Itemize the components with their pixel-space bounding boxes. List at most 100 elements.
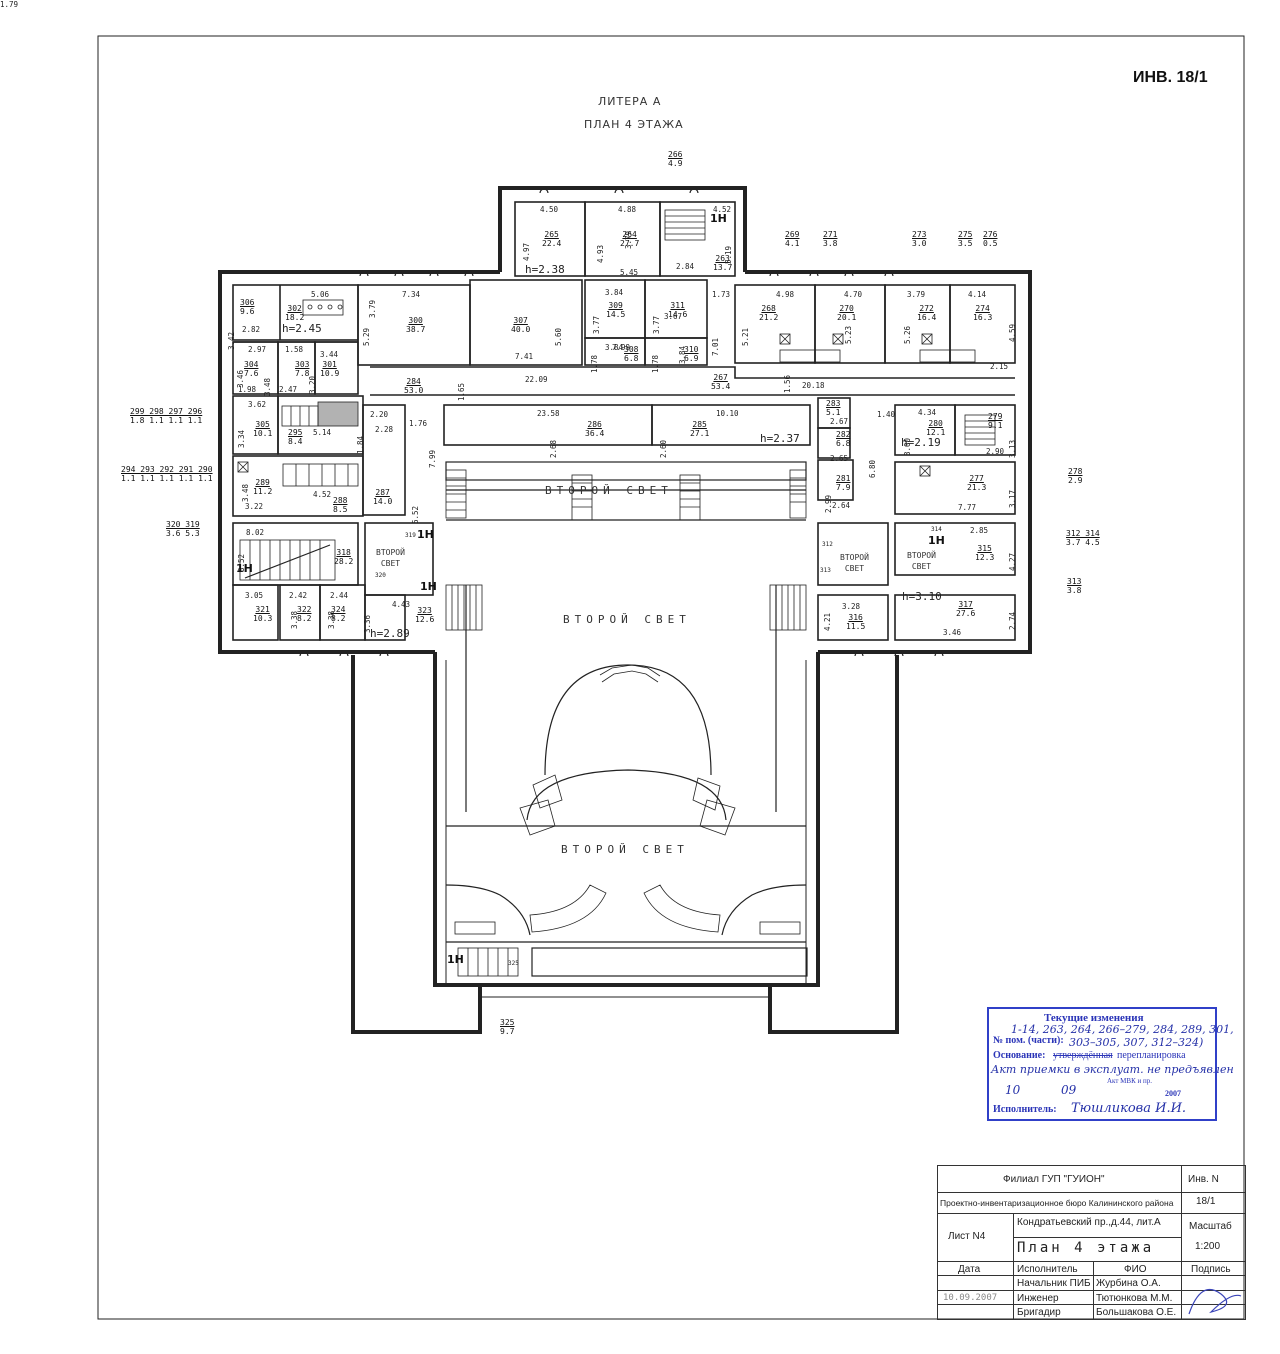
lift-marker: 1Н (420, 580, 437, 593)
dimension-label: 3.38 (290, 610, 299, 629)
second-light-left-bottom: СВЕТ (380, 559, 401, 568)
dimension-label: 2.20 (370, 410, 389, 419)
scale-value: 1:200 (1195, 1241, 1221, 1252)
litera-label: ЛИТЕРА А (598, 95, 662, 108)
room-number: 300 (408, 316, 423, 325)
dimension-label: 1.65 (457, 382, 466, 401)
second-light-far-right-block: ВТОРОЙ СВЕТ (907, 550, 936, 572)
window-marks (299, 188, 944, 657)
room-number: 320 319 (166, 520, 200, 529)
room-number: 301 (322, 360, 337, 369)
dimension-label: 3.28 (842, 602, 861, 611)
room-area: 13.7 (713, 263, 733, 272)
dimension-label: 1.78 (651, 354, 660, 373)
dimension-label: 2.60 (659, 439, 668, 458)
dimension-label: 2.65 (830, 454, 849, 463)
room-area: 28.2 (334, 557, 354, 566)
room-number: 324 (331, 605, 346, 614)
stamp-executor-label: Исполнитель: (993, 1104, 1057, 1115)
room-area: 11.2 (253, 487, 273, 496)
stamp-rooms-value-2: 303–305, 307, 312–324) (1069, 1036, 1204, 1049)
dimension-label: 1.58 (285, 345, 304, 354)
dimension-label: 5.26 (903, 325, 912, 344)
dimension-label: 4.43 (392, 600, 411, 609)
dimension-label: 1.73 (712, 290, 731, 299)
col-sign: Подпись (1191, 1264, 1231, 1275)
room-number: 322 (297, 605, 312, 614)
room-area: 53.0 (404, 386, 424, 395)
lift-room-number: 312 (822, 541, 833, 548)
stamp-title: Текущие изменения (1044, 1012, 1144, 1024)
room-number: 295 (288, 428, 303, 437)
room-number: 289 (255, 478, 270, 487)
sheet-title: План 4 этажа (1017, 1240, 1155, 1256)
room-number: 306 (240, 298, 255, 307)
dimension-label: 4.50 (540, 205, 559, 214)
second-light-upper: ВТОРОЙ СВЕТ (545, 484, 673, 497)
room-number: 275 (958, 230, 973, 239)
room-number: 269 (785, 230, 800, 239)
room-number: 270 (839, 304, 854, 313)
room-area: 21.3 (967, 483, 987, 492)
dimension-label: 3.22 (245, 502, 264, 511)
dimension-label: 4.93 (596, 244, 605, 263)
name-3: Большакова О.Е. (1096, 1307, 1177, 1318)
second-light-right-top: ВТОРОЙ (840, 553, 869, 562)
dimension-label: 2.42 (289, 591, 308, 600)
room-area: 16.3 (973, 313, 993, 322)
dimension-label: 5.23 (844, 325, 853, 344)
room-area: 27.6 (956, 609, 976, 618)
room-area: 53.4 (711, 382, 731, 391)
room-area: 5.1 (826, 408, 841, 417)
room-number: 321 (255, 605, 270, 614)
dimension-label: 3.42 (227, 331, 236, 350)
dimension-label: 2.84 (676, 262, 695, 271)
room-number: 307 (513, 316, 528, 325)
dimension-label: 4.14 (968, 290, 987, 299)
dimension-label: 3.05 (245, 591, 264, 600)
room-number: 299 298 297 296 (130, 407, 203, 416)
room-area: 16.4 (917, 313, 937, 322)
dimension-label: 2.15 (990, 362, 1009, 371)
dimension-label: 3.79 (907, 290, 926, 299)
room-area: 8.2 (297, 614, 312, 623)
lift-marker: 1Н (447, 953, 464, 966)
dimension-label: 2.67 (830, 417, 849, 426)
inv-value: 18/1 (1196, 1196, 1216, 1207)
dimension-label: 4.97 (522, 242, 531, 261)
dimension-label: 2.28 (375, 425, 394, 434)
dimension-label: 2.64 (832, 501, 851, 510)
dimension-label: 1.76 (409, 419, 428, 428)
dimension-label: 3.46 (943, 628, 962, 637)
room-area: 12.3 (975, 553, 995, 562)
room-area: 10.1 (253, 429, 273, 438)
dimension-label: 2.97 (248, 345, 267, 354)
dimension-label: 3.44 (320, 350, 339, 359)
room-number: 285 (692, 420, 707, 429)
room-number: 294 293 292 291 290 (121, 465, 213, 474)
dimension-label: 2.85 (970, 526, 989, 535)
dimension-label: 5.60 (554, 327, 563, 346)
role-3: Бригадир (1017, 1307, 1061, 1318)
dimension-label: 3.79 (368, 299, 377, 318)
dimension-label: 3.34 (237, 429, 246, 448)
dimension-label: 1.98 (238, 385, 257, 394)
dimension-label: 5.19 (724, 245, 733, 264)
col-fio: ФИО (1124, 1264, 1147, 1275)
lift-room-number: 325 (508, 960, 519, 967)
room-number: 318 (336, 548, 351, 557)
stamp-date-year: 2007 (1165, 1089, 1181, 1098)
room-number: 273 (912, 230, 927, 239)
